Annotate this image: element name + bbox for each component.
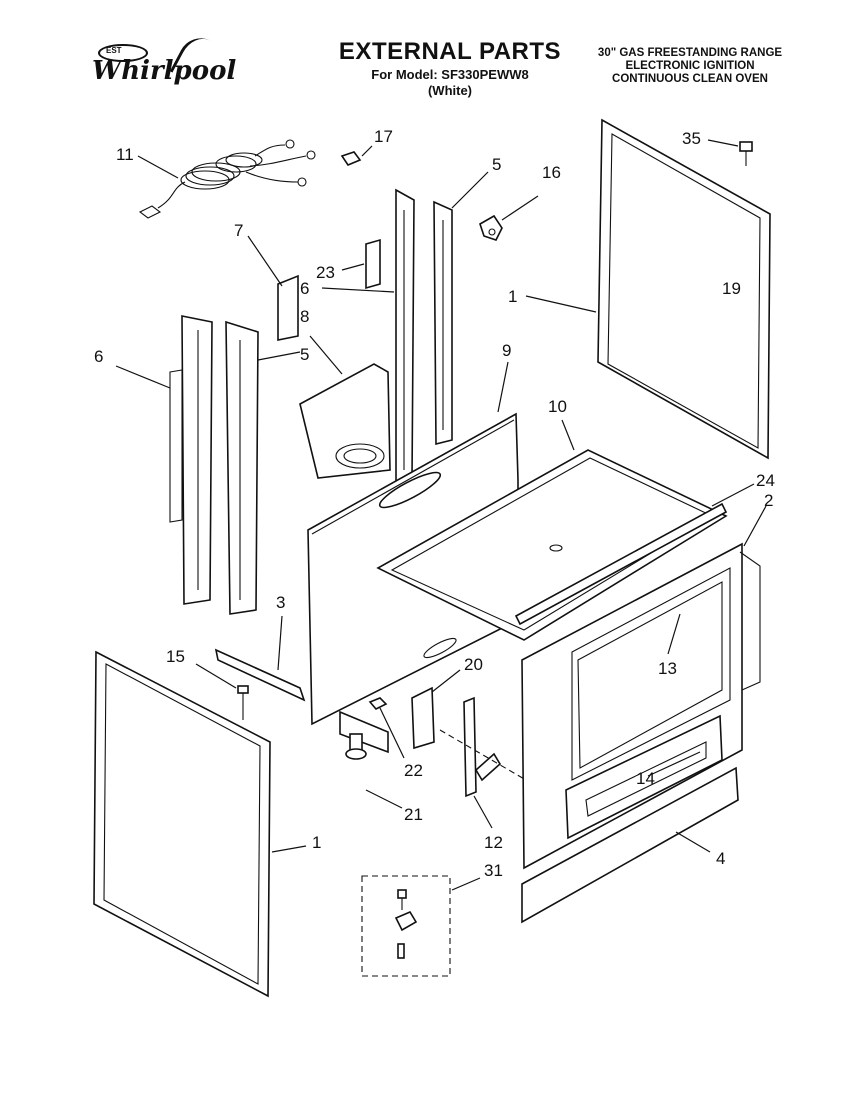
callout-12: 12 [484,833,503,852]
part-4-kick-plate [521,766,739,924]
part-6-rail-back [321,188,415,483]
callout-5-top: 5 [492,155,501,174]
logo-badge: EST [98,44,148,62]
part-15-screw [195,663,249,720]
callout-7: 7 [234,221,243,240]
part-35-screw [707,139,753,166]
callout-20: 20 [464,655,483,674]
part-23-bracket [341,238,381,290]
callout-35: 35 [682,129,701,148]
callout-17: 17 [374,127,393,146]
part-21-leveling-leg [345,733,403,809]
model-color: (White) [427,83,473,98]
callout-5-left: 5 [300,345,309,364]
part-5-rail-back [433,171,489,446]
callout-22: 22 [404,761,423,780]
part-8-vent [299,335,391,479]
page-title: EXTERNAL PARTS [338,38,562,65]
callout-11: 11 [116,145,134,164]
part-20-bracket [411,669,461,750]
whirlpool-logo: EST Whirlpool [92,30,236,94]
part-1-side-panel-right [525,118,771,460]
callout-16: 16 [542,163,561,182]
part-13-window [577,581,723,769]
callout-1-left: 1 [312,833,321,852]
callout-6-back: 6 [300,279,309,298]
part-14-handle [565,714,723,840]
callout-24: 24 [756,471,775,490]
part-12-hinge [439,696,527,829]
part-17-cap [340,145,373,166]
description-line-1: 30" GAS FREESTANDING RANGE [597,47,783,59]
callout-3: 3 [276,593,285,612]
part-6-rail-left [115,315,213,605]
part-7-bracket [247,235,299,341]
callout-8: 8 [300,307,309,326]
callout-10: 10 [548,397,567,416]
part-1-side-panel-left [93,650,307,998]
callout-14: 14 [636,769,655,788]
callout-19: 19 [722,279,741,298]
callout-1-right: 1 [508,287,517,306]
callout-4: 4 [716,849,725,868]
callout-15: 15 [166,647,185,666]
part-24-trim-strip [514,483,755,626]
callout-31: 31 [484,861,503,880]
description-line-2: ELECTRONIC IGNITION [625,60,755,72]
callout-13: 13 [658,659,677,678]
callout-9: 9 [502,341,511,360]
callout-6-left: 6 [94,347,103,366]
brand-name: Whirlpool [92,56,237,86]
part-16-clip [479,195,539,241]
part-22-fastener [368,697,405,759]
part-11-power-cord [137,139,316,219]
description-line-3: CONTINUOUS CLEAN OVEN [612,73,768,85]
callout-23: 23 [316,263,335,282]
callout-21: 21 [404,805,423,824]
part-3-bottom-rail [214,615,389,754]
part-31-hardware-kit [361,875,481,977]
callout-2: 2 [764,491,773,510]
part-5-rail-left [225,320,301,615]
model-number: For Model: SF330PEWW8 [371,67,529,82]
